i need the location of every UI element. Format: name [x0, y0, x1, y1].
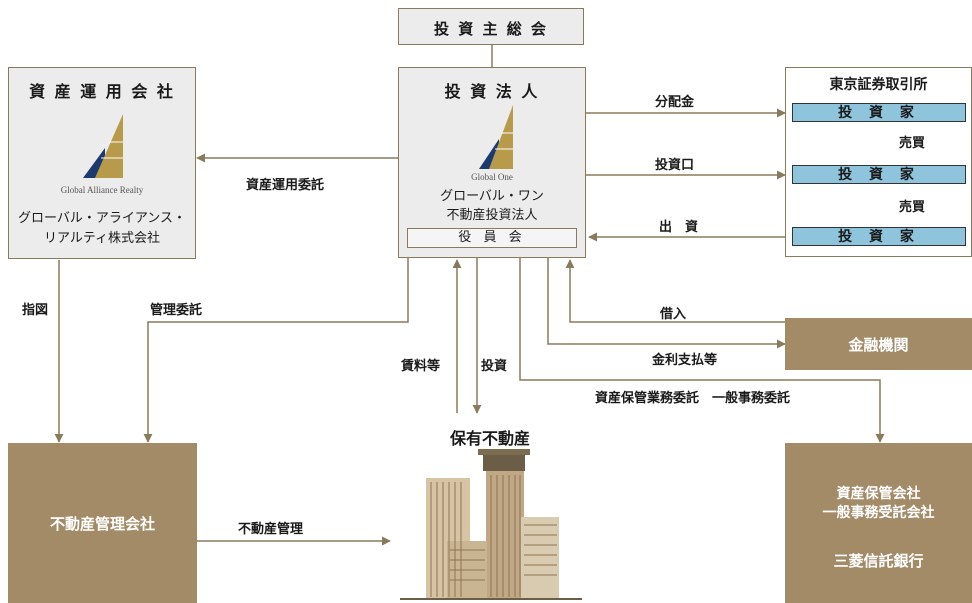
- global-one-logo-icon: [479, 105, 513, 169]
- asset-manager-box: 資 産 運 用 会 社 Global Alliance Realty グローバル…: [8, 67, 196, 259]
- corp-name-line1: グローバル・ワン: [440, 189, 544, 204]
- properties-label: 保有不動産: [449, 429, 530, 448]
- investor-box-2: 投 資 家: [792, 165, 966, 184]
- instruction-label: 指図: [22, 303, 49, 318]
- custody-arrow: [519, 258, 885, 443]
- mgmt-delegation-label: 管理委託: [150, 303, 203, 318]
- borrowing-arrow: [565, 259, 785, 323]
- board-box: 役 員 会: [407, 228, 577, 248]
- interest-arrow: [547, 258, 786, 349]
- capital-label: 出 資: [659, 220, 699, 235]
- financial-institutions-label: 金融機関: [848, 336, 909, 354]
- investment-corp-box: 投 資 法 人 Global One グローバル・ワン 不動産投資法人 役 員 …: [398, 67, 586, 258]
- global-one-caption: Global One: [471, 172, 513, 182]
- units-label: 投資口: [655, 158, 695, 173]
- custodian-line1: 資産保管会社: [836, 486, 921, 502]
- asset-manager-name-line2: リアルティ株式会社: [43, 231, 161, 246]
- custodian-line3: 三菱信託銀行: [833, 552, 924, 570]
- borrowing-label: 借入: [660, 307, 687, 322]
- corp-name-line2: 不動産投資法人: [446, 208, 538, 223]
- exchange-box: 東京証券取引所 投 資 家 投 資 家 投 資 家: [785, 67, 972, 257]
- asset-manager-title: 資 産 運 用 会 社: [29, 82, 175, 101]
- general-meeting-box: 投 資 主 総 会: [398, 8, 584, 45]
- financial-institutions-box: 金融機関: [785, 318, 972, 370]
- dividend-label: 分配金: [655, 95, 695, 110]
- global-alliance-logo-icon: [83, 114, 123, 178]
- asset-manager-name-line1: グローバル・アライアンス・: [17, 211, 187, 226]
- custody-admin-label: 資産保管業務委託 一般事務委託: [595, 391, 791, 406]
- investment-label: 投資: [481, 359, 508, 374]
- investor-box-3: 投 資 家: [792, 227, 966, 246]
- interest-label: 金利支払等: [652, 353, 718, 368]
- global-alliance-caption: Global Alliance Realty: [60, 185, 144, 195]
- trade-label-2: 売買: [899, 200, 926, 215]
- property-manager-box: 不動産管理会社: [8, 443, 197, 603]
- mgmt-delegation-arrow: [143, 258, 409, 443]
- investment-corp-title: 投 資 法 人: [444, 82, 540, 101]
- asset-mgmt-delegation-label: 資産運用委託: [246, 178, 325, 193]
- property-manager-label: 不動産管理会社: [49, 515, 155, 533]
- investor-box-1: 投 資 家: [792, 103, 966, 122]
- custodian-box: 資産保管会社 一般事務受託会社 三菱信託銀行: [785, 443, 972, 603]
- exchange-title: 東京証券取引所: [829, 77, 928, 93]
- property-mgmt-label: 不動産管理: [238, 522, 304, 537]
- general-meeting-label: 投 資 主 総 会: [434, 20, 548, 38]
- custodian-line2: 一般事務受託会社: [822, 505, 935, 521]
- rent-label: 賃料等: [401, 359, 441, 374]
- building-illustration: [400, 449, 582, 600]
- trade-label-1: 売買: [899, 136, 926, 151]
